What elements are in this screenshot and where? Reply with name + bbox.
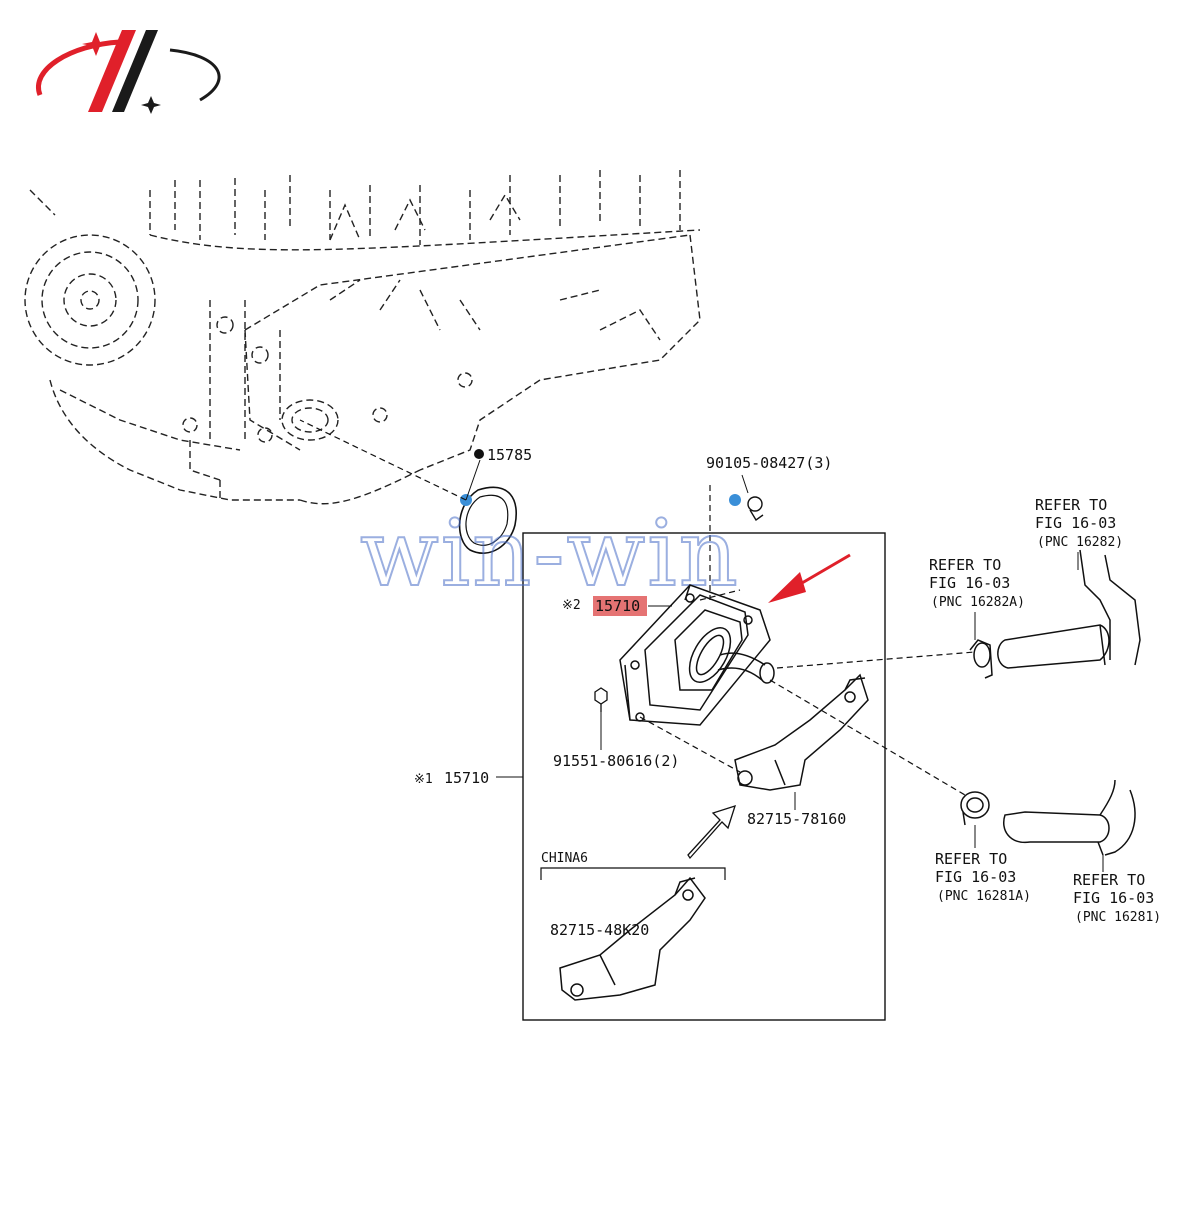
hose-upper	[969, 549, 1141, 679]
svg-text:(PNC 16282): (PNC 16282)	[1037, 535, 1123, 550]
svg-text:REFER TO: REFER TO	[1035, 496, 1107, 514]
label-bracket: 82715-78160	[747, 810, 846, 828]
label-bolt-small: 91551-80616(2)	[553, 752, 679, 770]
label-cooler: 15710	[595, 597, 640, 615]
red-arrow-icon	[768, 553, 851, 603]
refer-note-3: REFER TO FIG 16-03 (PNC 16281A)	[935, 850, 1031, 904]
leader-lines	[639, 589, 976, 796]
cooler-mark: ※2	[562, 598, 581, 613]
hollow-arrow-icon	[687, 804, 737, 860]
gasket-marker-dot	[474, 449, 484, 459]
svg-text:REFER TO: REFER TO	[1073, 871, 1145, 889]
svg-text:(PNC 16281): (PNC 16281)	[1075, 910, 1161, 925]
label-gasket: 15785	[487, 446, 532, 464]
refer-note-1: REFER TO FIG 16-03 (PNC 16282)	[1035, 496, 1123, 550]
logo	[36, 30, 221, 114]
hose-lower	[960, 779, 1136, 856]
gasket-15785	[299, 419, 517, 554]
ref-leaders	[974, 552, 1104, 872]
cooler-highlight	[593, 596, 647, 616]
label-china: CHINA6	[541, 851, 588, 866]
bolt-small-icon	[594, 687, 608, 712]
bolt-top-icon	[729, 494, 764, 522]
svg-text:REFER TO: REFER TO	[935, 850, 1007, 868]
svg-text:(PNC 16281A): (PNC 16281A)	[937, 889, 1031, 904]
label-assembly: 15710	[444, 769, 489, 787]
bracket-78160	[734, 673, 869, 791]
svg-text:FIG 16-03: FIG 16-03	[929, 574, 1010, 592]
oil-cooler	[619, 584, 775, 726]
svg-text:FIG 16-03: FIG 16-03	[935, 868, 1016, 886]
refer-note-4: REFER TO FIG 16-03 (PNC 16281)	[1073, 871, 1161, 925]
china-bracket-line	[540, 867, 726, 880]
refer-note-2: REFER TO FIG 16-03 (PNC 16282A)	[929, 556, 1025, 610]
assembly-mark: ※1	[414, 772, 433, 787]
bracket-48k20	[559, 876, 706, 1001]
label-bracket-china: 82715-48K20	[550, 921, 649, 939]
label-bolt-top: 90105-08427(3)	[706, 454, 832, 472]
engine-block	[24, 170, 701, 505]
watermark: win-win	[360, 500, 740, 607]
svg-text:REFER TO: REFER TO	[929, 556, 1001, 574]
svg-text:FIG 16-03: FIG 16-03	[1073, 889, 1154, 907]
svg-text:(PNC 16282A): (PNC 16282A)	[931, 595, 1025, 610]
svg-text:FIG 16-03: FIG 16-03	[1035, 514, 1116, 532]
